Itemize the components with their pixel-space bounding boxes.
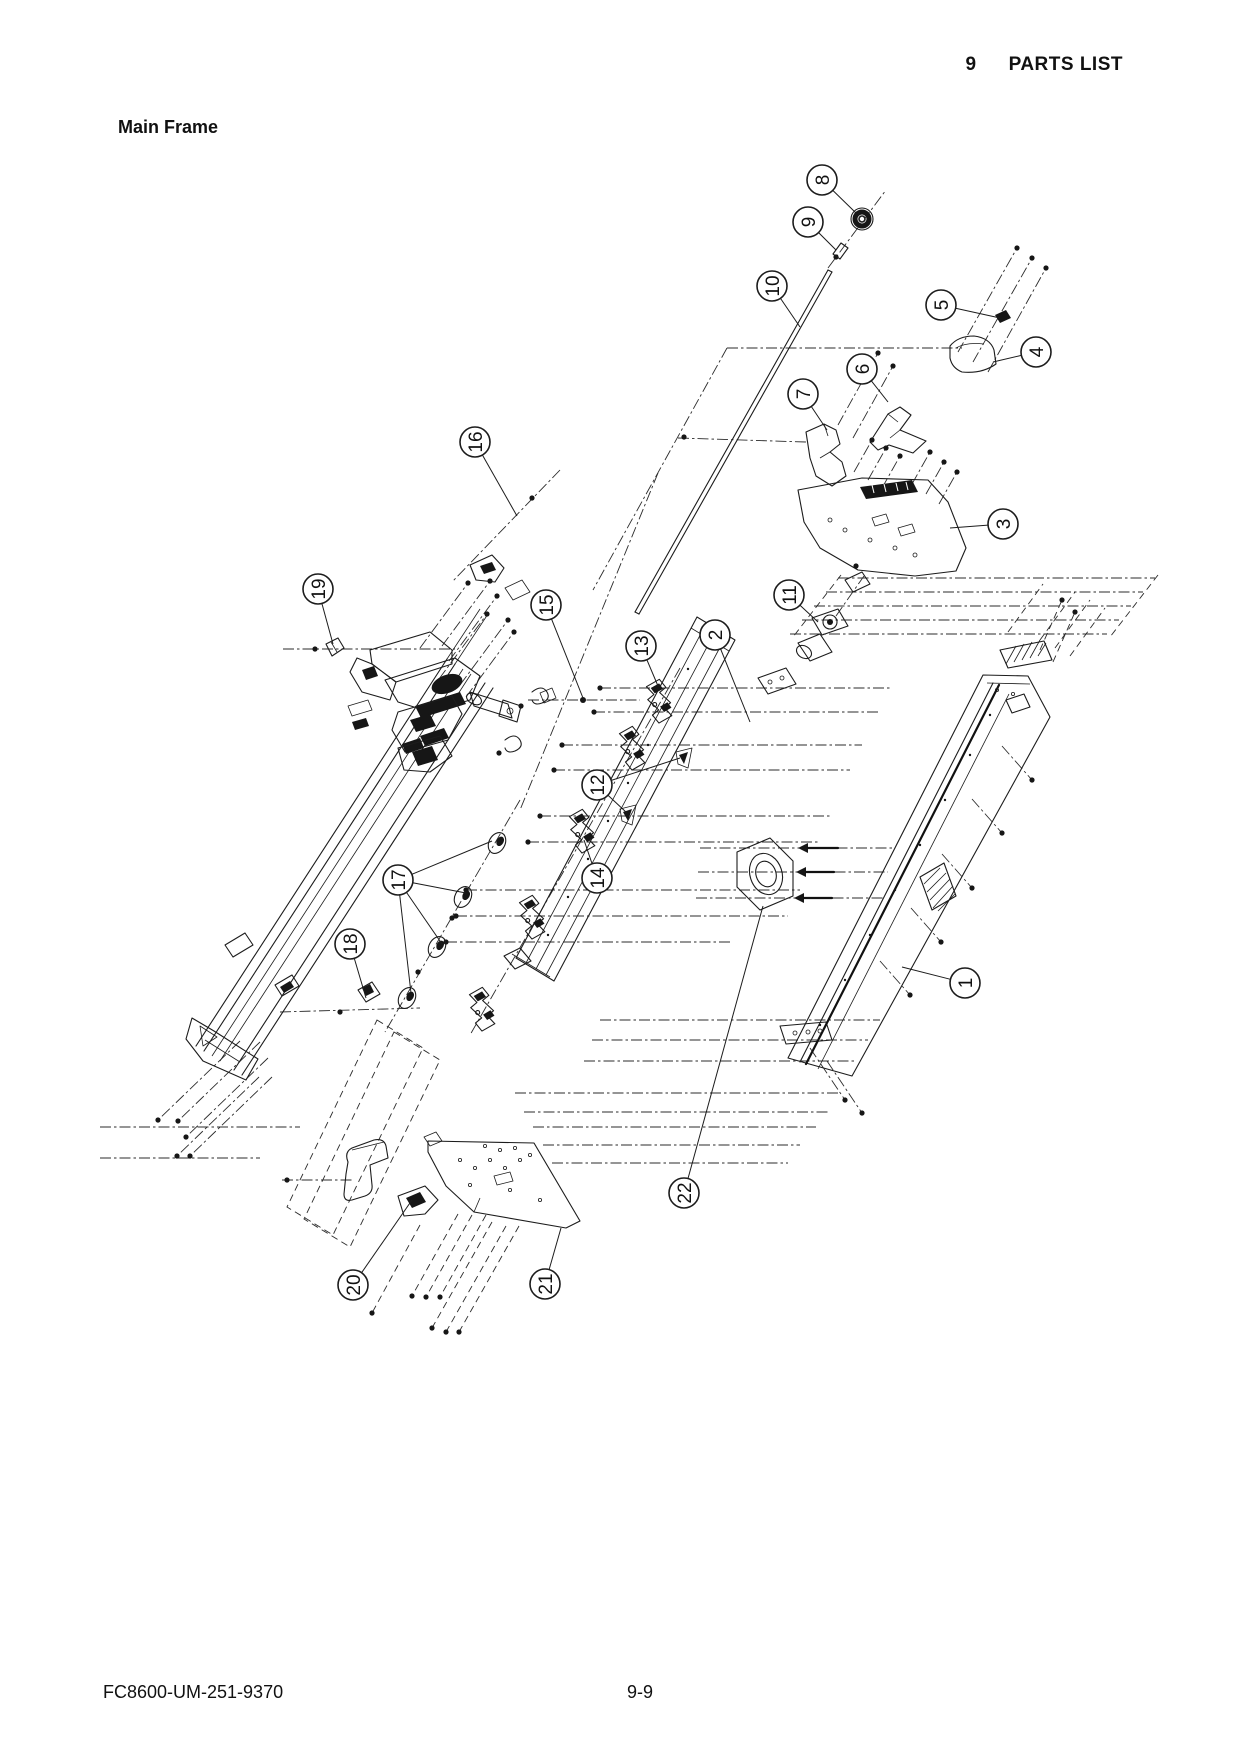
balloon-1: 1 — [901, 966, 981, 999]
svg-text:9: 9 — [799, 217, 820, 228]
balloon-leader-line — [870, 380, 889, 403]
cover-part-4 — [949, 335, 997, 373]
svg-text:17: 17 — [389, 869, 410, 890]
svg-text:10: 10 — [763, 275, 784, 296]
screws — [155, 245, 1078, 1335]
balloon-leader-line — [548, 1227, 562, 1270]
balloon-leader-line — [646, 659, 659, 687]
board-plate-3 — [797, 477, 967, 577]
media-sensor-boss — [736, 837, 840, 911]
balloon-10: 10 — [756, 270, 801, 328]
balloon-leader-line — [583, 839, 593, 864]
balloon-leader-line — [481, 454, 518, 517]
chapter-title: PARTS LIST — [1008, 54, 1123, 75]
balloon-15: 15 — [530, 589, 584, 699]
balloon-4: 4 — [992, 336, 1052, 368]
knob-and-bushing — [832, 207, 874, 260]
balloon-leader-line — [412, 882, 467, 894]
svg-text:16: 16 — [466, 431, 487, 452]
chapter-number: 9 — [965, 54, 977, 75]
svg-text:4: 4 — [1027, 346, 1048, 357]
balloon-19: 19 — [302, 573, 334, 645]
balloon-2: 2 — [699, 619, 751, 723]
page-header: 9 PARTS LIST — [965, 54, 1123, 76]
balloon-17: 17 — [382, 840, 493, 994]
balloon-18: 18 — [334, 928, 367, 999]
balloon-20: 20 — [337, 1199, 413, 1301]
balloon-leader-line — [361, 1199, 413, 1273]
balloon-leader-line — [832, 190, 857, 214]
svg-text:18: 18 — [341, 933, 362, 954]
svg-text:11: 11 — [780, 585, 801, 605]
nut-part-5 — [995, 310, 1011, 323]
balloon-13: 13 — [625, 630, 659, 687]
balloon-leader-line — [551, 618, 584, 699]
balloon-21: 21 — [529, 1227, 562, 1300]
balloon-leader-line — [406, 892, 443, 945]
balloon-16: 16 — [459, 426, 518, 517]
svg-text:21: 21 — [536, 1273, 557, 1294]
svg-text:3: 3 — [994, 519, 1015, 530]
balloon-11: 11 — [773, 579, 819, 623]
balloon-3: 3 — [949, 508, 1019, 540]
balloon-leader-line — [949, 524, 989, 529]
svg-text:8: 8 — [813, 175, 834, 186]
push-roller-shaft — [634, 269, 833, 615]
bracket-part-6 — [869, 406, 927, 454]
balloon-8: 8 — [806, 164, 857, 214]
balloon-leader-line — [810, 406, 828, 431]
carriage-assembly — [347, 631, 549, 773]
svg-text:12: 12 — [588, 774, 609, 795]
balloon-9: 9 — [792, 206, 837, 251]
balloon-leader-line — [353, 958, 367, 999]
balloon-leader-line — [818, 232, 837, 251]
balloon-22: 22 — [668, 905, 764, 1209]
svg-text:19: 19 — [309, 578, 330, 599]
balloon-6: 6 — [846, 353, 889, 403]
svg-text:14: 14 — [588, 867, 609, 889]
svg-text:13: 13 — [632, 635, 653, 656]
balloon-leader-line — [611, 757, 681, 781]
balloon-leader-line — [720, 648, 751, 723]
balloon-7: 7 — [787, 378, 828, 431]
bottom-plate-21 — [423, 1131, 581, 1229]
svg-text:1: 1 — [956, 978, 977, 989]
balloon-leader-line — [955, 307, 1001, 319]
balloon-leader-line — [399, 894, 412, 994]
svg-text:5: 5 — [932, 300, 953, 311]
svg-text:15: 15 — [537, 594, 558, 615]
balloon-leader-line — [411, 840, 493, 875]
balloon-leader-line — [321, 603, 334, 645]
balloon-leader-line — [901, 966, 951, 980]
balloon-leader-line — [607, 794, 628, 814]
phantom-lines — [100, 189, 1159, 1248]
balloon-leader-line — [799, 604, 819, 623]
section-title: Main Frame — [118, 117, 219, 137]
svg-text:7: 7 — [794, 389, 815, 400]
balloon-leader-line — [992, 354, 1022, 363]
svg-text:2: 2 — [706, 630, 727, 641]
y-motor-11 — [795, 563, 871, 662]
footer-page-number: 9-9 — [627, 1682, 654, 1702]
footer-document-code: FC8600-UM-251-9370 — [103, 1682, 284, 1702]
svg-text:6: 6 — [853, 364, 874, 375]
balloon-5: 5 — [925, 289, 1001, 321]
balloon-14: 14 — [581, 839, 613, 894]
balloon-leader-line — [687, 905, 764, 1179]
main-frame-beam-1 — [787, 639, 1053, 1077]
balloon-12: 12 — [581, 757, 681, 814]
svg-text:22: 22 — [675, 1182, 696, 1203]
svg-text:20: 20 — [344, 1274, 365, 1295]
balloon-leader-line — [780, 298, 801, 328]
